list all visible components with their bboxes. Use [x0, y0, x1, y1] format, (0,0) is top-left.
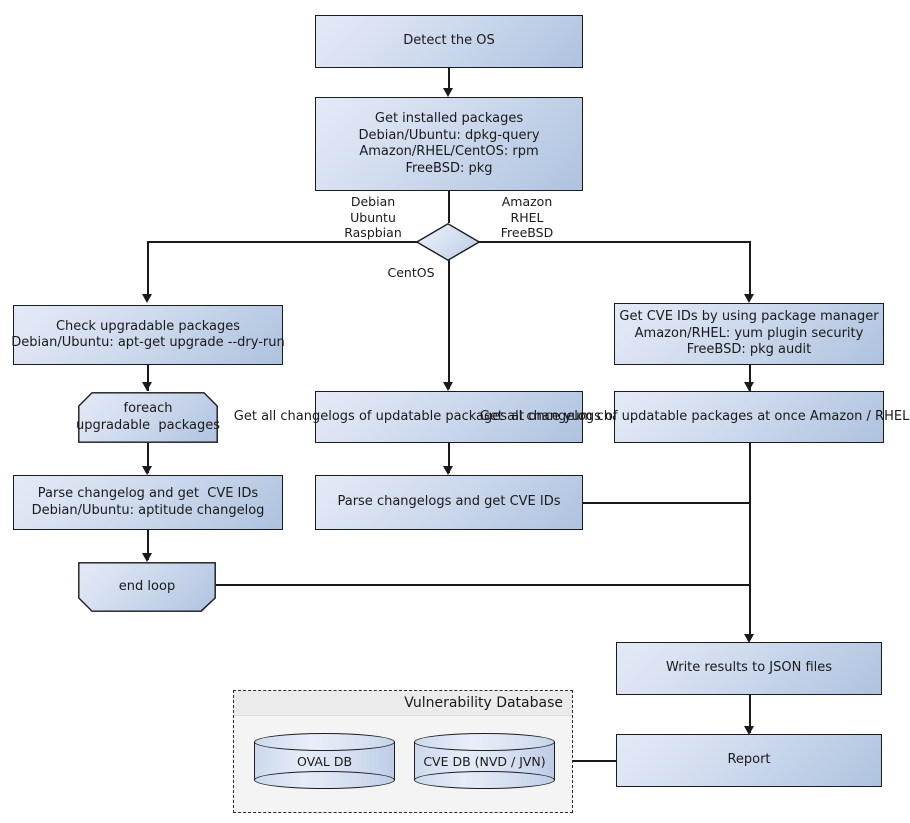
- node-parse-changelogs-centos-label: Parse changelogs and get CVE IDs: [337, 494, 561, 510]
- node-get-changelogs-rhel[interactable]: Get all changelogs of updatable packages…: [480, 391, 910, 443]
- node-write-results-json-label: Write results to JSON files: [665, 660, 833, 676]
- node-detect-os-label: Detect the OS: [403, 33, 495, 49]
- connector-decision-centos-down: [448, 260, 450, 389]
- db-cylinder-oval-label: OVAL DB: [296, 753, 353, 769]
- arrowhead-parse-changelogs-centos: [443, 466, 453, 475]
- diamond-outline-icon: [415, 222, 481, 262]
- node-foreach-loop-start-label: foreach upgradable packages: [75, 401, 221, 433]
- group-title-bar: Vulnerability Database: [234, 691, 572, 716]
- connector-parse-centos-to-spine: [583, 502, 751, 504]
- node-get-changelogs-centos[interactable]: Get all changelogs of updatable packages…: [234, 391, 664, 443]
- node-get-installed-packages[interactable]: Get installed packages Debian/Ubuntu: dp…: [315, 97, 583, 191]
- node-parse-changelog-debian[interactable]: Parse changelog and get CVE IDs Debian/U…: [13, 475, 283, 530]
- connector-parse-to-endloop: [147, 530, 149, 560]
- connector-getcve-to-changelogs: [749, 365, 751, 391]
- connector-getpackages-to-decision: [448, 191, 450, 223]
- cylinder-top: [414, 733, 555, 751]
- connector-spine-to-write-results: [749, 443, 751, 640]
- cylinder-bottom: [254, 771, 395, 789]
- connector-decision-left-spine: [148, 241, 450, 243]
- node-end-loop[interactable]: end loop: [78, 562, 216, 612]
- connector-write-to-report: [749, 695, 751, 733]
- node-get-changelogs-centos-label: Get all changelogs of updatable packages…: [233, 408, 665, 424]
- connector-decision-to-check-upgradable: [147, 241, 149, 299]
- node-get-changelogs-rhel-label: Get all changelogs of updatable packages…: [479, 408, 910, 424]
- connector-check-to-foreach: [147, 365, 149, 391]
- group-vulnerability-database: Vulnerability Database OVAL DB CVE DB (N…: [233, 690, 573, 813]
- group-title-label: Vulnerability Database: [404, 695, 563, 711]
- db-cylinder-cve-label: CVE DB (NVD / JVN): [423, 753, 546, 769]
- loop-end-fill: [78, 562, 216, 612]
- node-get-cve-ids-package-manager[interactable]: Get CVE IDs by using package manager Ama…: [614, 303, 884, 365]
- node-detect-os[interactable]: Detect the OS: [315, 15, 583, 68]
- edge-label-branch-left: Debian Ubuntu Raspbian: [344, 194, 402, 240]
- cylinder-top: [254, 733, 395, 751]
- connector-cvedb-to-report: [558, 760, 618, 762]
- loop-start-outline-icon: [78, 392, 218, 443]
- connector-decision-right-spine: [448, 241, 751, 243]
- arrowhead-end-loop: [142, 553, 152, 562]
- loop-end-outline-icon: [78, 562, 216, 612]
- node-write-results-json[interactable]: Write results to JSON files: [616, 642, 882, 695]
- arrowhead-write-results: [744, 634, 754, 643]
- node-os-decision[interactable]: [415, 222, 481, 262]
- node-end-loop-label: end loop: [118, 578, 176, 594]
- loop-start-fill: [78, 392, 218, 443]
- arrowhead-changelogs-rhel: [744, 382, 754, 391]
- db-cylinder-oval[interactable]: OVAL DB: [254, 733, 395, 789]
- node-parse-changelogs-centos[interactable]: Parse changelogs and get CVE IDs: [315, 475, 583, 530]
- connector-decision-to-get-cve-ids: [749, 241, 751, 299]
- arrowhead-getpackages: [443, 88, 453, 97]
- arrowhead-parse-changelog-deb: [142, 466, 152, 475]
- connector-endloop-to-spine: [215, 584, 751, 586]
- arrowhead-report: [744, 726, 754, 735]
- arrowhead-check-upgradable: [142, 294, 152, 303]
- arrowhead-centos-changelogs: [443, 382, 453, 391]
- arrowhead-get-cve-ids: [744, 294, 754, 303]
- node-report-label: Report: [727, 752, 771, 768]
- edge-label-branch-down: CentOS: [387, 265, 435, 280]
- cylinder-bottom: [414, 771, 555, 789]
- edge-label-branch-right: Amazon RHEL FreeBSD: [500, 194, 554, 240]
- node-check-upgradable-packages-label: Check upgradable packages Debian/Ubuntu:…: [11, 318, 285, 351]
- connector-detectos-to-getpackages: [448, 68, 450, 91]
- connector-centos-changelogs-to-parse: [448, 443, 450, 473]
- node-check-upgradable-packages[interactable]: Check upgradable packages Debian/Ubuntu:…: [11, 305, 285, 365]
- node-parse-changelog-debian-label: Parse changelog and get CVE IDs Debian/U…: [31, 486, 265, 518]
- db-cylinder-cve[interactable]: CVE DB (NVD / JVN): [414, 733, 555, 789]
- node-get-installed-packages-label: Get installed packages Debian/Ubuntu: dp…: [358, 111, 540, 176]
- arrowhead-foreach: [142, 382, 152, 391]
- connector-foreach-to-parse: [147, 443, 149, 473]
- node-foreach-loop-start[interactable]: foreach upgradable packages: [75, 392, 221, 443]
- node-report[interactable]: Report: [616, 734, 882, 787]
- node-get-cve-ids-package-manager-label: Get CVE IDs by using package manager Ama…: [619, 309, 879, 358]
